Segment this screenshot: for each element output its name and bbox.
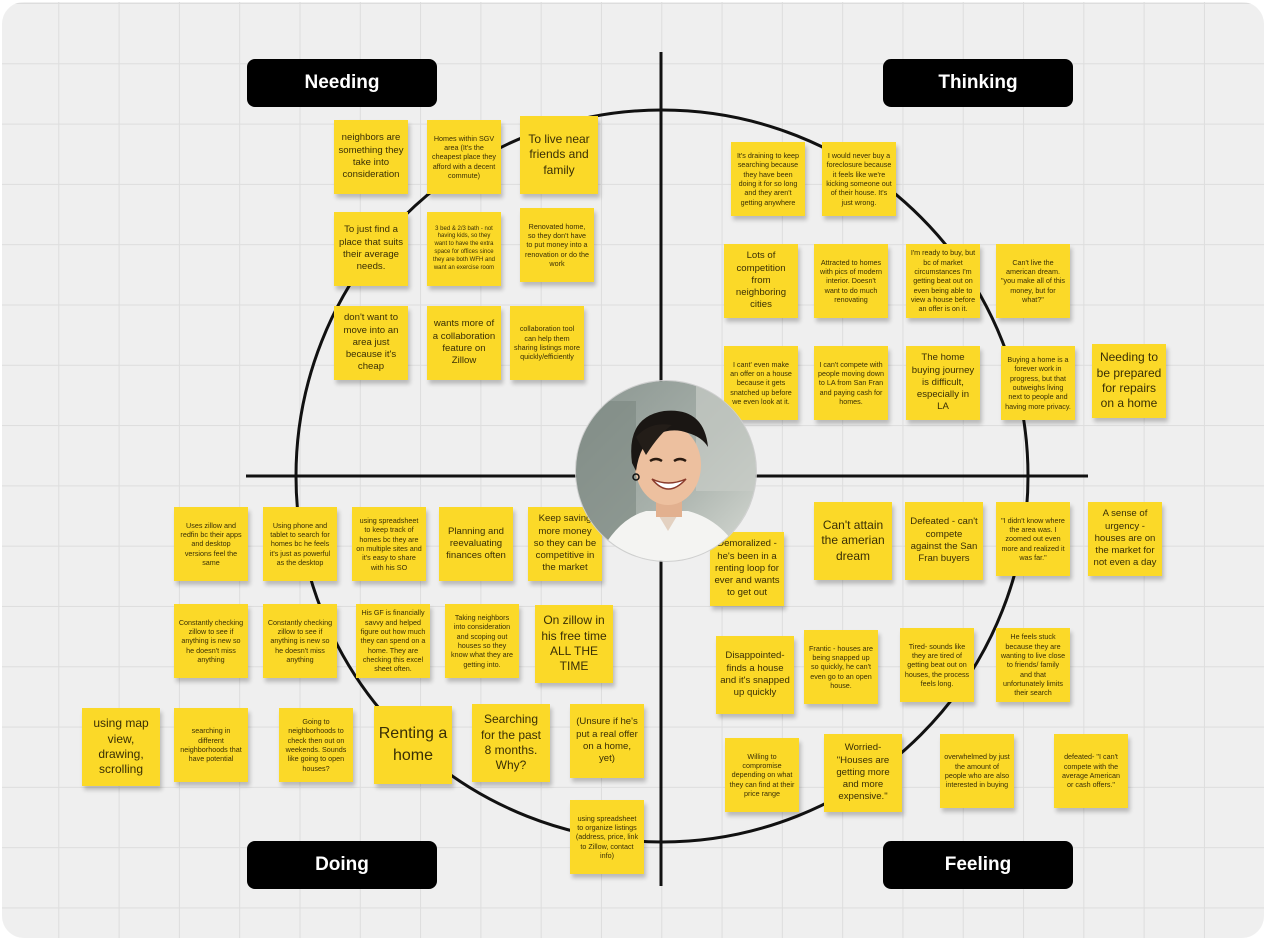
sticky-note-thinking[interactable]: Buying a home is a forever work in progr… [1001,346,1075,420]
sticky-note-thinking[interactable]: Can't live the american dream. "you make… [996,244,1070,318]
quadrant-label-thinking: Thinking [883,59,1073,107]
sticky-note-feeling[interactable]: Can't attain the amerian dream [814,502,892,580]
persona-avatar [575,380,757,562]
sticky-note-doing[interactable]: using map view, drawing, scrolling [82,708,160,786]
sticky-note-needing[interactable]: collaboration tool can help them sharing… [510,306,584,380]
sticky-note-thinking[interactable]: Lots of competition from neighboring cit… [724,244,798,318]
sticky-note-doing[interactable]: Searching for the past 8 months. Why? [472,704,550,782]
sticky-note-feeling[interactable]: A sense of urgency - houses are on the m… [1088,502,1162,576]
sticky-note-thinking[interactable]: I would never buy a foreclosure because … [822,142,896,216]
sticky-note-doing[interactable]: using spreadsheet to keep track of homes… [352,507,426,581]
sticky-note-feeling[interactable]: overwhelmed by just the amount of people… [940,734,1014,808]
sticky-note-feeling[interactable]: Willing to compromise depending on what … [725,738,799,812]
sticky-note-doing[interactable]: Taking neighbors into consideration and … [445,604,519,678]
sticky-note-feeling[interactable]: He feels stuck because they are wanting … [996,628,1070,702]
sticky-note-needing[interactable]: 3 bed & 2/3 bath - not having kids, so t… [427,212,501,286]
sticky-note-feeling[interactable]: Disappointed- finds a house and it's sna… [716,636,794,714]
sticky-note-needing[interactable]: Renovated home, so they don't have to pu… [520,208,594,282]
quadrant-label-feeling: Feeling [883,841,1073,889]
quadrant-label-doing: Doing [247,841,437,889]
sticky-note-thinking[interactable]: I cant' even make an offer on a house be… [724,346,798,420]
quadrant-label-needing: Needing [247,59,437,107]
sticky-note-doing[interactable]: Planning and reevaluating finances often [439,507,513,581]
sticky-note-doing[interactable]: Constantly checking zillow to see if any… [174,604,248,678]
sticky-note-needing[interactable]: Homes within SGV area (It's the cheapest… [427,120,501,194]
sticky-note-feeling[interactable]: defeated- "I can't compete with the aver… [1054,734,1128,808]
sticky-note-doing[interactable]: Constantly checking zillow to see if any… [263,604,337,678]
sticky-note-needing[interactable]: To just find a place that suits their av… [334,212,408,286]
sticky-note-thinking[interactable]: The home buying journey is difficult, es… [906,346,980,420]
sticky-note-feeling[interactable]: Frantic - houses are being snapped up so… [804,630,878,704]
sticky-note-feeling[interactable]: Tired- sounds like they are tired of get… [900,628,974,702]
sticky-note-doing[interactable]: (Unsure if he's put a real offer on a ho… [570,704,644,778]
sticky-note-doing[interactable]: His GF is financially savvy and helped f… [356,604,430,678]
sticky-note-doing[interactable]: Uses zillow and redfin bc their apps and… [174,507,248,581]
sticky-note-feeling[interactable]: Worried- "Houses are getting more and mo… [824,734,902,812]
sticky-note-needing[interactable]: To live near friends and family [520,116,598,194]
sticky-note-doing[interactable]: Using phone and tablet to search for hom… [263,507,337,581]
sticky-note-feeling[interactable]: "I didn't know where the area was. I zoo… [996,502,1070,576]
sticky-note-feeling[interactable]: Defeated - can't compete against the San… [905,502,983,580]
sticky-note-doing[interactable]: On zillow in his free time ALL THE TIME [535,605,613,683]
sticky-note-feeling[interactable]: Demoralized - he's been in a renting loo… [710,532,784,606]
sticky-note-needing[interactable]: don't want to move into an area just bec… [334,306,408,380]
sticky-note-doing[interactable]: Renting a home [374,706,452,784]
sticky-note-thinking[interactable]: Needing to be prepared for repairs on a … [1092,344,1166,418]
sticky-note-thinking[interactable]: I'm ready to buy, but bc of market circu… [906,244,980,318]
sticky-note-needing[interactable]: neighbors are something they take into c… [334,120,408,194]
sticky-note-doing[interactable]: searching in different neighborhoods tha… [174,708,248,782]
sticky-note-doing[interactable]: using spreadsheet to organize listings (… [570,800,644,874]
sticky-note-thinking[interactable]: Attracted to homes with pics of modern i… [814,244,888,318]
sticky-note-needing[interactable]: wants more of a collaboration feature on… [427,306,501,380]
sticky-note-doing[interactable]: Going to neighborhoods to check then out… [279,708,353,782]
sticky-note-thinking[interactable]: It's draining to keep searching because … [731,142,805,216]
sticky-note-thinking[interactable]: I can't compete with people moving down … [814,346,888,420]
